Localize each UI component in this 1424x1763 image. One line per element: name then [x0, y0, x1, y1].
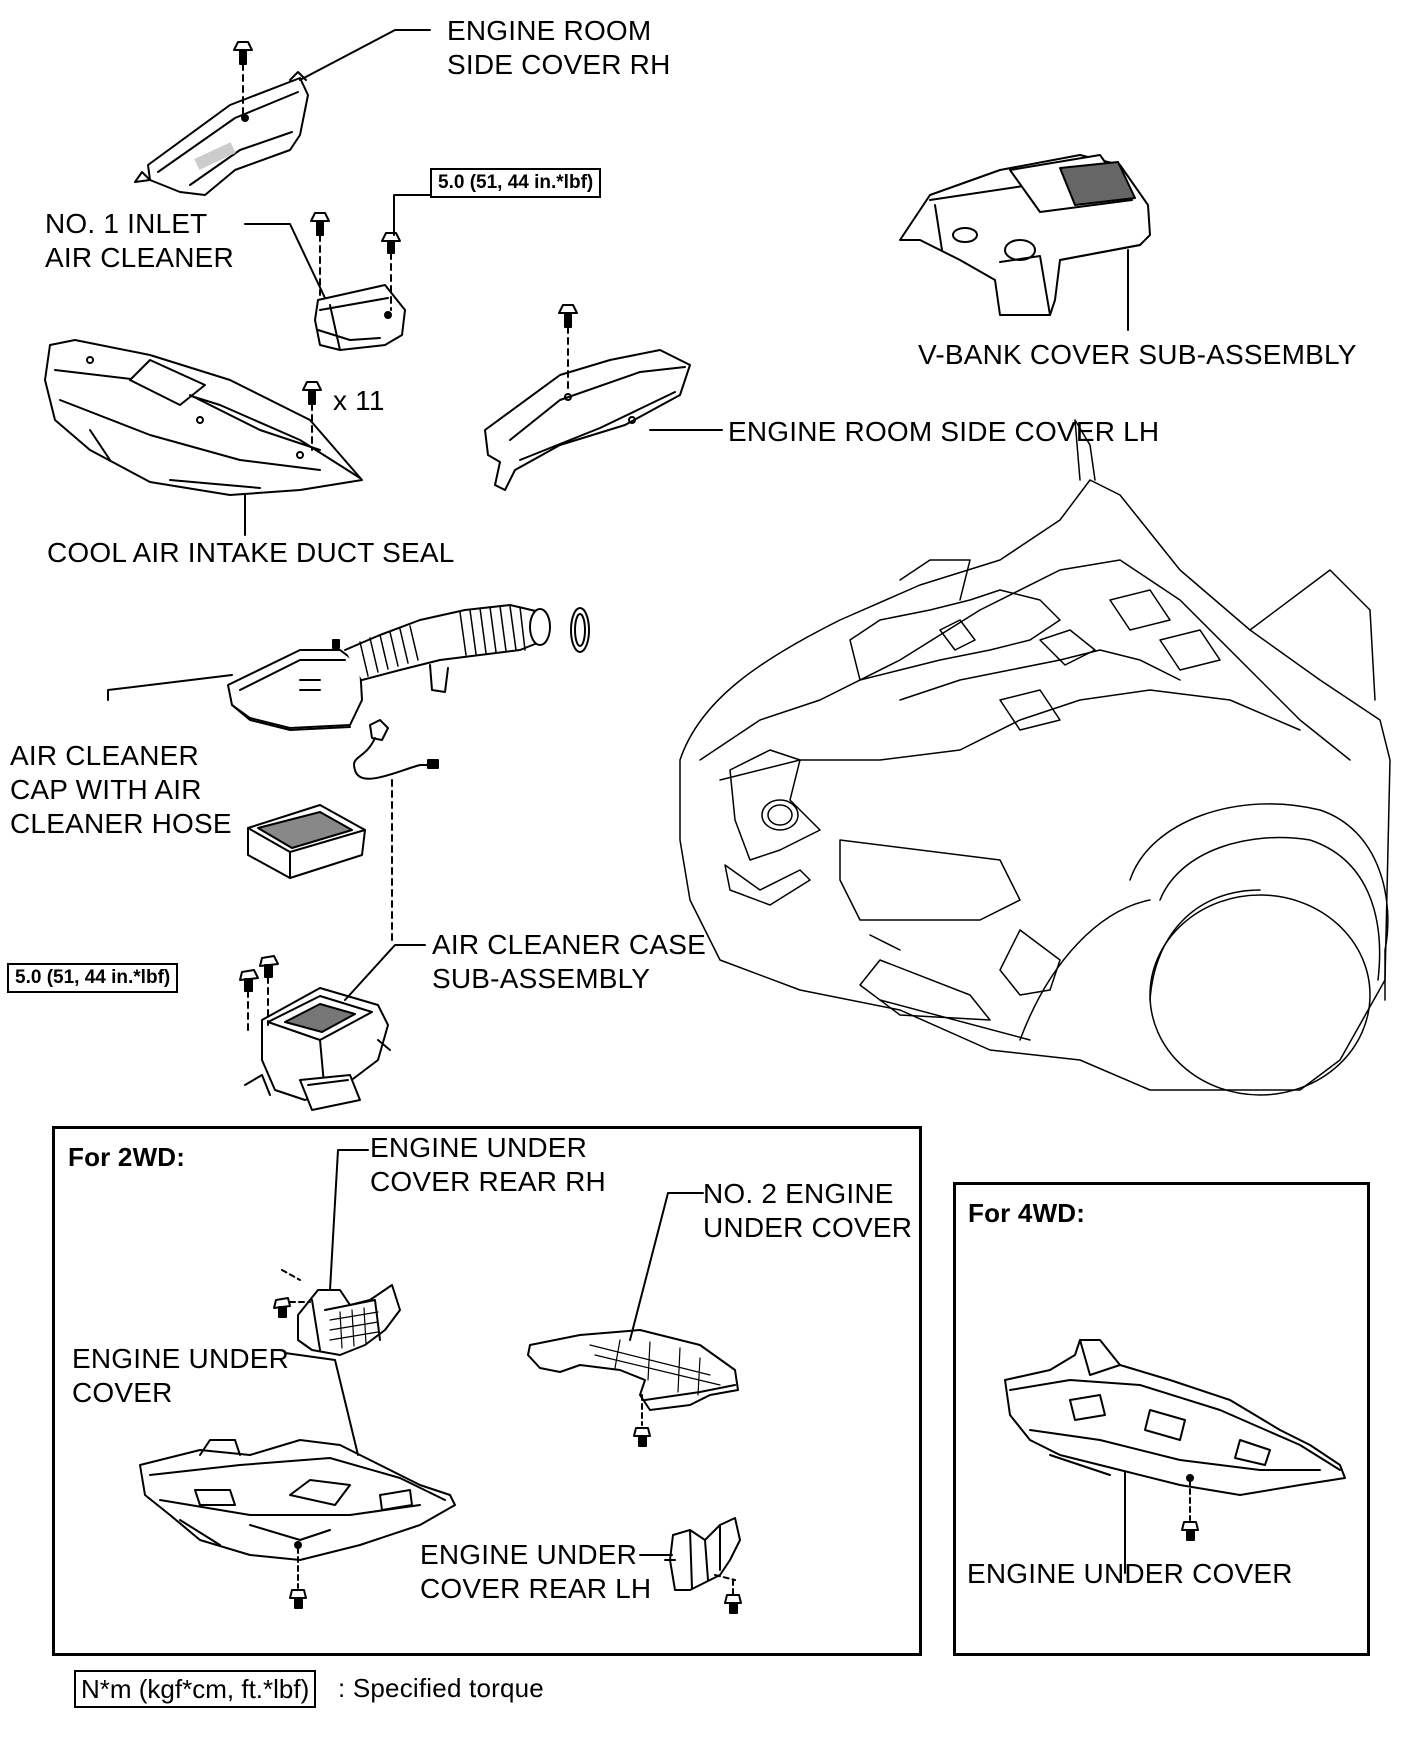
torque-spec-inlet: 5.0 (51, 44 in.*lbf) — [430, 168, 602, 198]
section-4wd-title: For 4WD: — [968, 1198, 1086, 1228]
label-cool-air-intake-duct-seal: COOL AIR INTAKE DUCT SEAL — [47, 537, 455, 568]
label-engine-under-cover-2wd: ENGINE UNDER COVER — [72, 1343, 290, 1408]
air-cleaner-case-part — [244, 987, 391, 1111]
bolt-icon — [302, 381, 322, 451]
label-engine-room-side-cover-rh: ENGINE ROOM SIDE COVER RH — [447, 15, 671, 80]
bolt-icon — [233, 41, 253, 119]
engine-room-side-cover-rh-part — [134, 71, 309, 196]
label-engine-room-side-cover-lh: ENGINE ROOM SIDE COVER LH — [728, 416, 1160, 447]
label-bolt-quantity: x 11 — [333, 385, 385, 416]
air-cleaner-cap-part — [227, 604, 590, 731]
engine-under-cover-4wd-part — [1004, 1339, 1346, 1496]
engine-under-cover-rear-lh-part — [664, 1517, 741, 1591]
bolt-icon — [558, 304, 578, 394]
label-engine-under-cover-rear-lh: ENGINE UNDER COVER REAR LH — [420, 1539, 652, 1604]
bolt-icon — [714, 1574, 742, 1614]
bolt-icon — [310, 212, 330, 296]
engine-room-side-cover-lh-part — [484, 349, 691, 491]
bolt-icon — [289, 1547, 307, 1609]
label-air-cleaner-cap: AIR CLEANER CAP WITH AIR CLEANER HOSE — [10, 740, 232, 839]
bolt-icon — [273, 1269, 311, 1318]
bolt-icon — [259, 955, 279, 1026]
label-engine-under-cover-4wd: ENGINE UNDER COVER — [967, 1558, 1293, 1589]
no2-engine-under-cover-part — [527, 1329, 739, 1411]
sensor-connector-part — [353, 719, 439, 780]
legend-unit-box: N*m (kgf*cm, ft.*lbf) — [74, 1670, 317, 1708]
bolt-icon — [1181, 1479, 1199, 1541]
cool-air-intake-duct-seal-part — [44, 339, 363, 496]
section-2wd — [52, 1126, 922, 1656]
label-air-cleaner-case: AIR CLEANER CASE SUB-ASSEMBLY — [432, 929, 706, 994]
bolt-icon — [381, 232, 401, 311]
legend-text: : Specified torque — [338, 1673, 544, 1703]
engine-under-cover-2wd-part — [139, 1439, 456, 1561]
vehicle-front-illustration — [679, 419, 1391, 1096]
bolt-icon — [239, 969, 259, 1036]
air-filter-element-part — [247, 804, 366, 879]
section-4wd — [953, 1182, 1370, 1656]
bolt-icon — [633, 1394, 651, 1447]
torque-spec-case: 5.0 (51, 44 in.*lbf) — [7, 963, 179, 993]
v-bank-cover-part — [899, 154, 1151, 316]
label-engine-under-cover-rear-rh: ENGINE UNDER COVER REAR RH — [370, 1132, 606, 1197]
label-no1-inlet-air-cleaner: NO. 1 INLET AIR CLEANER — [45, 208, 234, 273]
label-v-bank-cover: V-BANK COVER SUB-ASSEMBLY — [918, 339, 1357, 370]
engine-under-cover-rear-rh-part — [297, 1284, 401, 1356]
section-2wd-title: For 2WD: — [68, 1142, 186, 1172]
label-no2-engine-under-cover: NO. 2 ENGINE UNDER COVER — [703, 1178, 913, 1243]
no1-inlet-air-cleaner-part — [314, 284, 406, 351]
